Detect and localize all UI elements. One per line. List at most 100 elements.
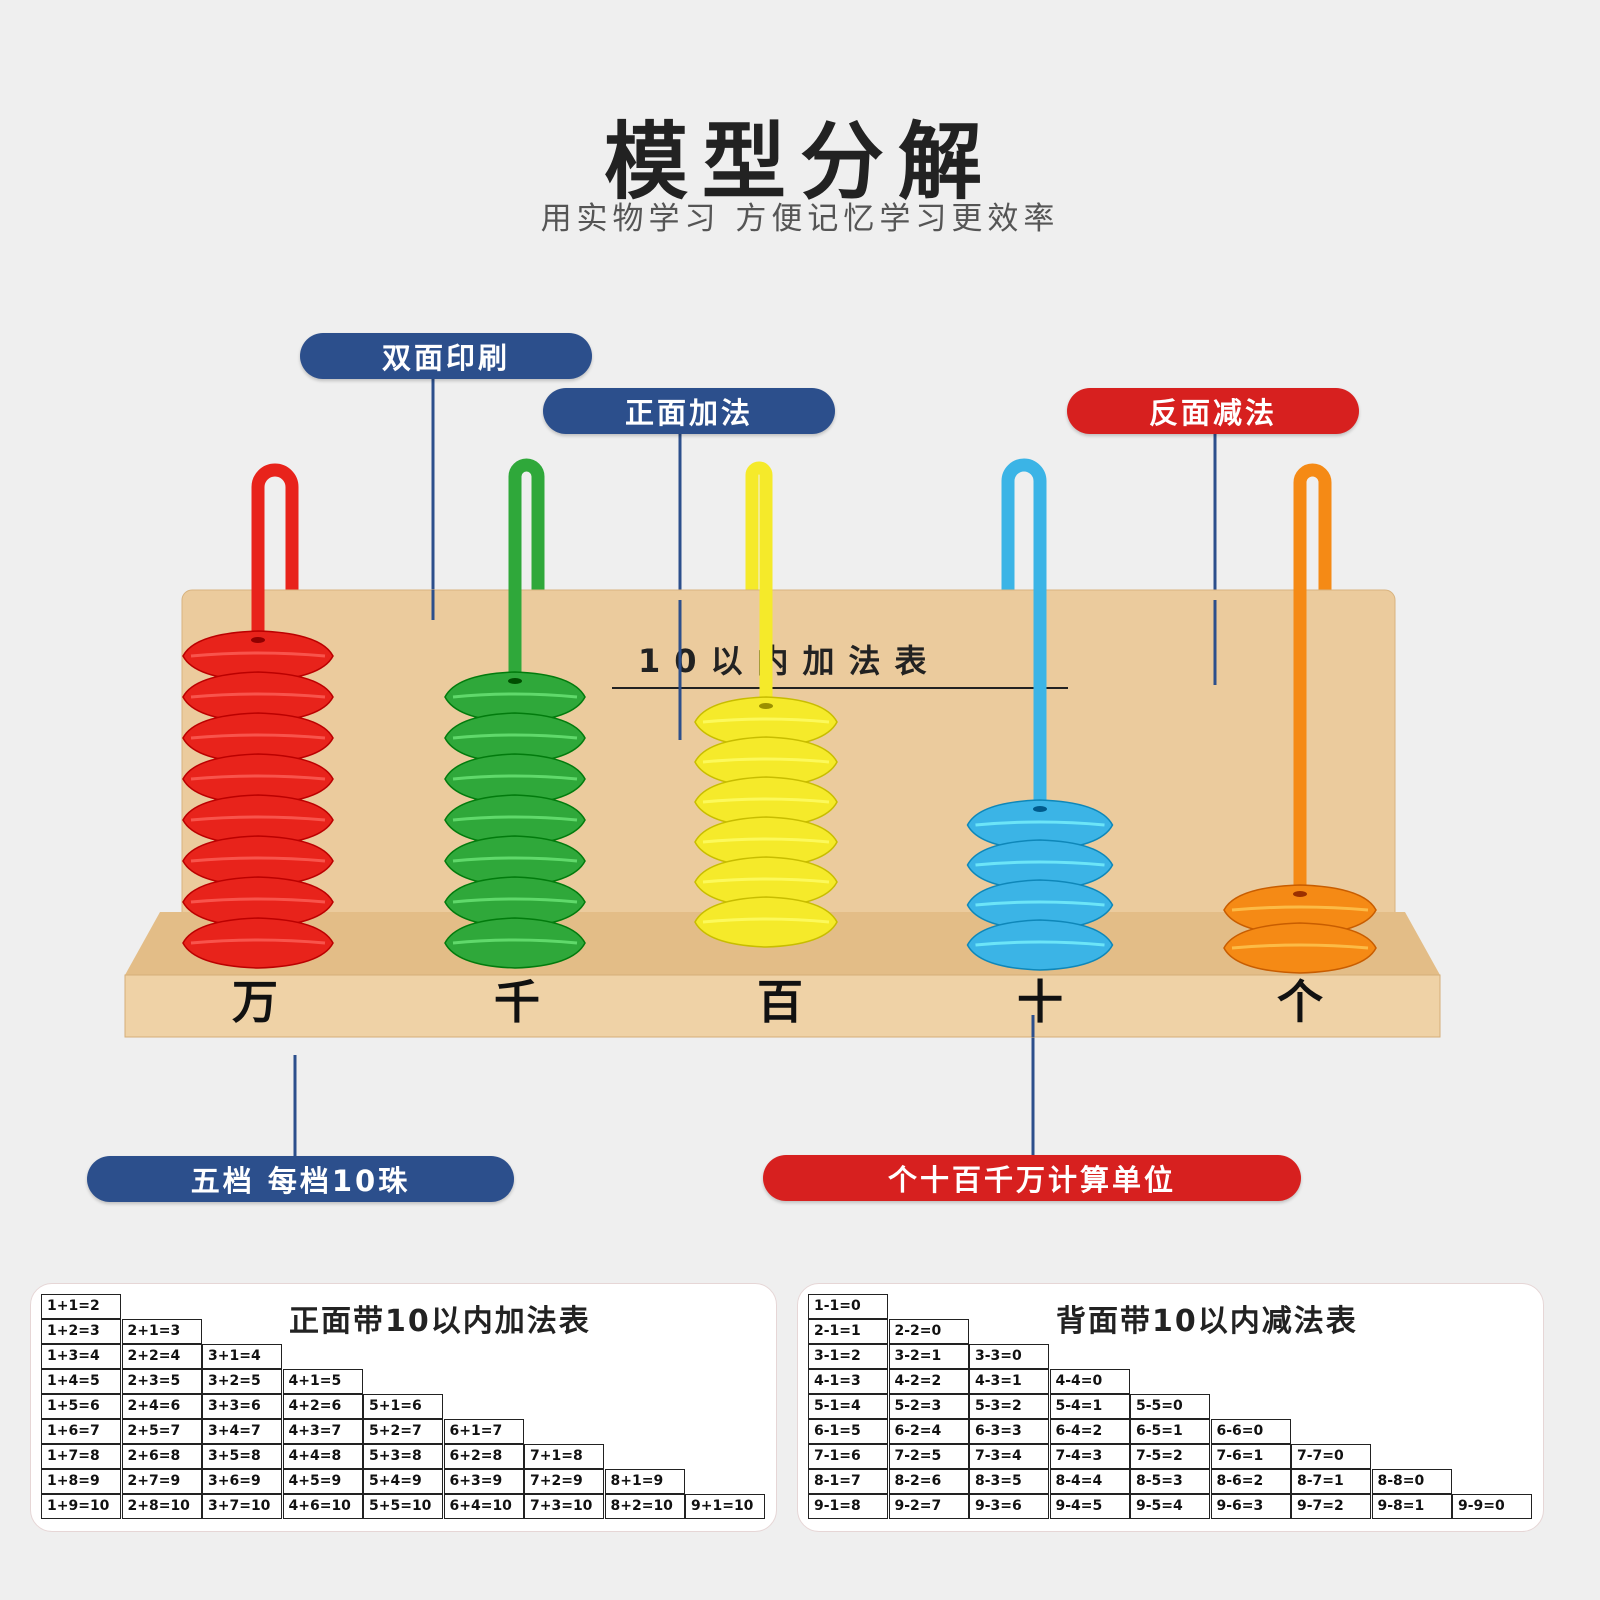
table-cell: 6-2=4 bbox=[888, 1419, 969, 1444]
table-cell: 4-3=1 bbox=[969, 1369, 1049, 1394]
table-cell: 2+6=8 bbox=[121, 1444, 202, 1469]
bead-highlight bbox=[190, 733, 326, 740]
table-cell: 5+4=9 bbox=[363, 1469, 443, 1494]
callout-back-subtraction: 反面减法 bbox=[1067, 388, 1359, 434]
table-cell: 5+3=8 bbox=[363, 1444, 443, 1469]
table-cell: 3+2=5 bbox=[202, 1369, 282, 1394]
table-cell: 8-1=7 bbox=[808, 1469, 888, 1494]
table-cell: 9-7=2 bbox=[1291, 1494, 1371, 1519]
table-cell: 1+4=5 bbox=[41, 1369, 121, 1394]
table-cell: 2+3=5 bbox=[121, 1369, 202, 1394]
table-cell: 2+2=4 bbox=[121, 1344, 202, 1369]
place-label: 个 bbox=[1277, 975, 1323, 1029]
table-cell: 4+3=7 bbox=[282, 1419, 363, 1444]
table-cell: 8-3=5 bbox=[969, 1469, 1049, 1494]
table-cell: 1+3=4 bbox=[41, 1344, 121, 1369]
bead bbox=[966, 919, 1114, 971]
table-cell: 1+6=7 bbox=[41, 1419, 121, 1444]
bead-highlight bbox=[1231, 943, 1369, 950]
table-cell: 7-2=5 bbox=[888, 1444, 969, 1469]
bead-highlight bbox=[452, 897, 578, 904]
table-cell: 5-4=1 bbox=[1049, 1394, 1130, 1419]
bead-highlight bbox=[452, 938, 578, 945]
table-cell: 5-1=4 bbox=[808, 1394, 888, 1419]
rod-arch bbox=[508, 458, 545, 627]
table-cell: 9-4=5 bbox=[1049, 1494, 1130, 1519]
bead-highlight bbox=[452, 692, 578, 699]
bead-highlight bbox=[190, 651, 326, 658]
table-cell: 3+3=6 bbox=[202, 1394, 282, 1419]
table-cell: 9-3=6 bbox=[969, 1494, 1049, 1519]
table-cell: 6+1=7 bbox=[443, 1419, 524, 1444]
rod-5 bbox=[1223, 482, 1377, 974]
rod-arch bbox=[1001, 458, 1047, 627]
table-cell: 9-2=7 bbox=[888, 1494, 969, 1519]
bead-hole bbox=[759, 703, 773, 709]
table-cell: 8+2=10 bbox=[604, 1494, 685, 1519]
table-cell: 4+1=5 bbox=[282, 1369, 363, 1394]
table-cell: 7+3=10 bbox=[524, 1494, 604, 1519]
table-cell: 3-2=1 bbox=[888, 1344, 969, 1369]
bead-highlight bbox=[975, 940, 1105, 947]
bead-highlight bbox=[975, 860, 1105, 867]
table-cell: 1+2=3 bbox=[41, 1319, 121, 1344]
table-cell: 9+1=10 bbox=[685, 1494, 765, 1519]
bead-highlight bbox=[452, 815, 578, 822]
table-cell: 3-1=2 bbox=[808, 1344, 888, 1369]
table-cell: 6-6=0 bbox=[1210, 1419, 1291, 1444]
table-cell: 1-1=0 bbox=[808, 1294, 888, 1319]
table-cell: 3+6=9 bbox=[202, 1469, 282, 1494]
table-cell: 2+5=7 bbox=[121, 1419, 202, 1444]
place-label: 百 bbox=[757, 975, 803, 1029]
table-cell: 8-8=0 bbox=[1371, 1469, 1452, 1494]
addition-table-title: 正面带10以内加法表 bbox=[289, 1304, 591, 1339]
table-cell: 5-5=0 bbox=[1130, 1394, 1210, 1419]
table-cell: 6+3=9 bbox=[443, 1469, 524, 1494]
place-label: 千 bbox=[494, 975, 540, 1029]
bead bbox=[444, 917, 586, 969]
table-cell: 9-8=1 bbox=[1371, 1494, 1452, 1519]
table-cell: 7-6=1 bbox=[1210, 1444, 1291, 1469]
table-cell: 7-4=3 bbox=[1049, 1444, 1130, 1469]
bead-highlight bbox=[975, 820, 1105, 827]
table-cell: 8-5=3 bbox=[1130, 1469, 1210, 1494]
table-cell: 6+2=8 bbox=[443, 1444, 524, 1469]
table-cell: 8+1=9 bbox=[604, 1469, 685, 1494]
bead-highlight bbox=[190, 774, 326, 781]
table-cell: 3+7=10 bbox=[202, 1494, 282, 1519]
bead-highlight bbox=[190, 692, 326, 699]
table-cell: 7+1=8 bbox=[524, 1444, 604, 1469]
table-cell: 1+7=8 bbox=[41, 1444, 121, 1469]
rod-2 bbox=[444, 476, 586, 969]
rod-arch bbox=[1293, 463, 1332, 627]
table-cell: 4+6=10 bbox=[282, 1494, 363, 1519]
table-cell: 5+2=7 bbox=[363, 1419, 443, 1444]
table-cell: 2+7=9 bbox=[121, 1469, 202, 1494]
bead-highlight bbox=[190, 856, 326, 863]
callout-double-sided: 双面印刷 bbox=[300, 333, 592, 379]
table-cell: 1+5=6 bbox=[41, 1394, 121, 1419]
callout-five-rods: 五档 每档10珠 bbox=[87, 1156, 514, 1202]
abacus-base-front bbox=[124, 974, 1441, 1038]
table-cell: 2-1=1 bbox=[808, 1319, 888, 1344]
table-cell: 6-4=2 bbox=[1049, 1419, 1130, 1444]
table-cell: 2+8=10 bbox=[121, 1494, 202, 1519]
bead-hole bbox=[251, 637, 265, 643]
table-cell: 3+1=4 bbox=[202, 1344, 282, 1369]
bead-highlight bbox=[452, 733, 578, 740]
table-cell: 7-3=4 bbox=[969, 1444, 1049, 1469]
bead-highlight bbox=[190, 815, 326, 822]
table-cell: 8-2=6 bbox=[888, 1469, 969, 1494]
bead-highlight bbox=[702, 877, 830, 884]
bead-highlight bbox=[190, 938, 326, 945]
bead bbox=[694, 896, 838, 948]
table-cell: 2+1=3 bbox=[121, 1319, 202, 1344]
bead-highlight bbox=[702, 757, 830, 764]
place-label: 万 bbox=[232, 975, 278, 1029]
bead-hole bbox=[1293, 891, 1307, 897]
page-subtitle: 用实物学习 方便记忆学习更效率 bbox=[540, 201, 1060, 237]
table-cell: 8-6=2 bbox=[1210, 1469, 1291, 1494]
table-cell: 1+1=2 bbox=[41, 1294, 121, 1319]
